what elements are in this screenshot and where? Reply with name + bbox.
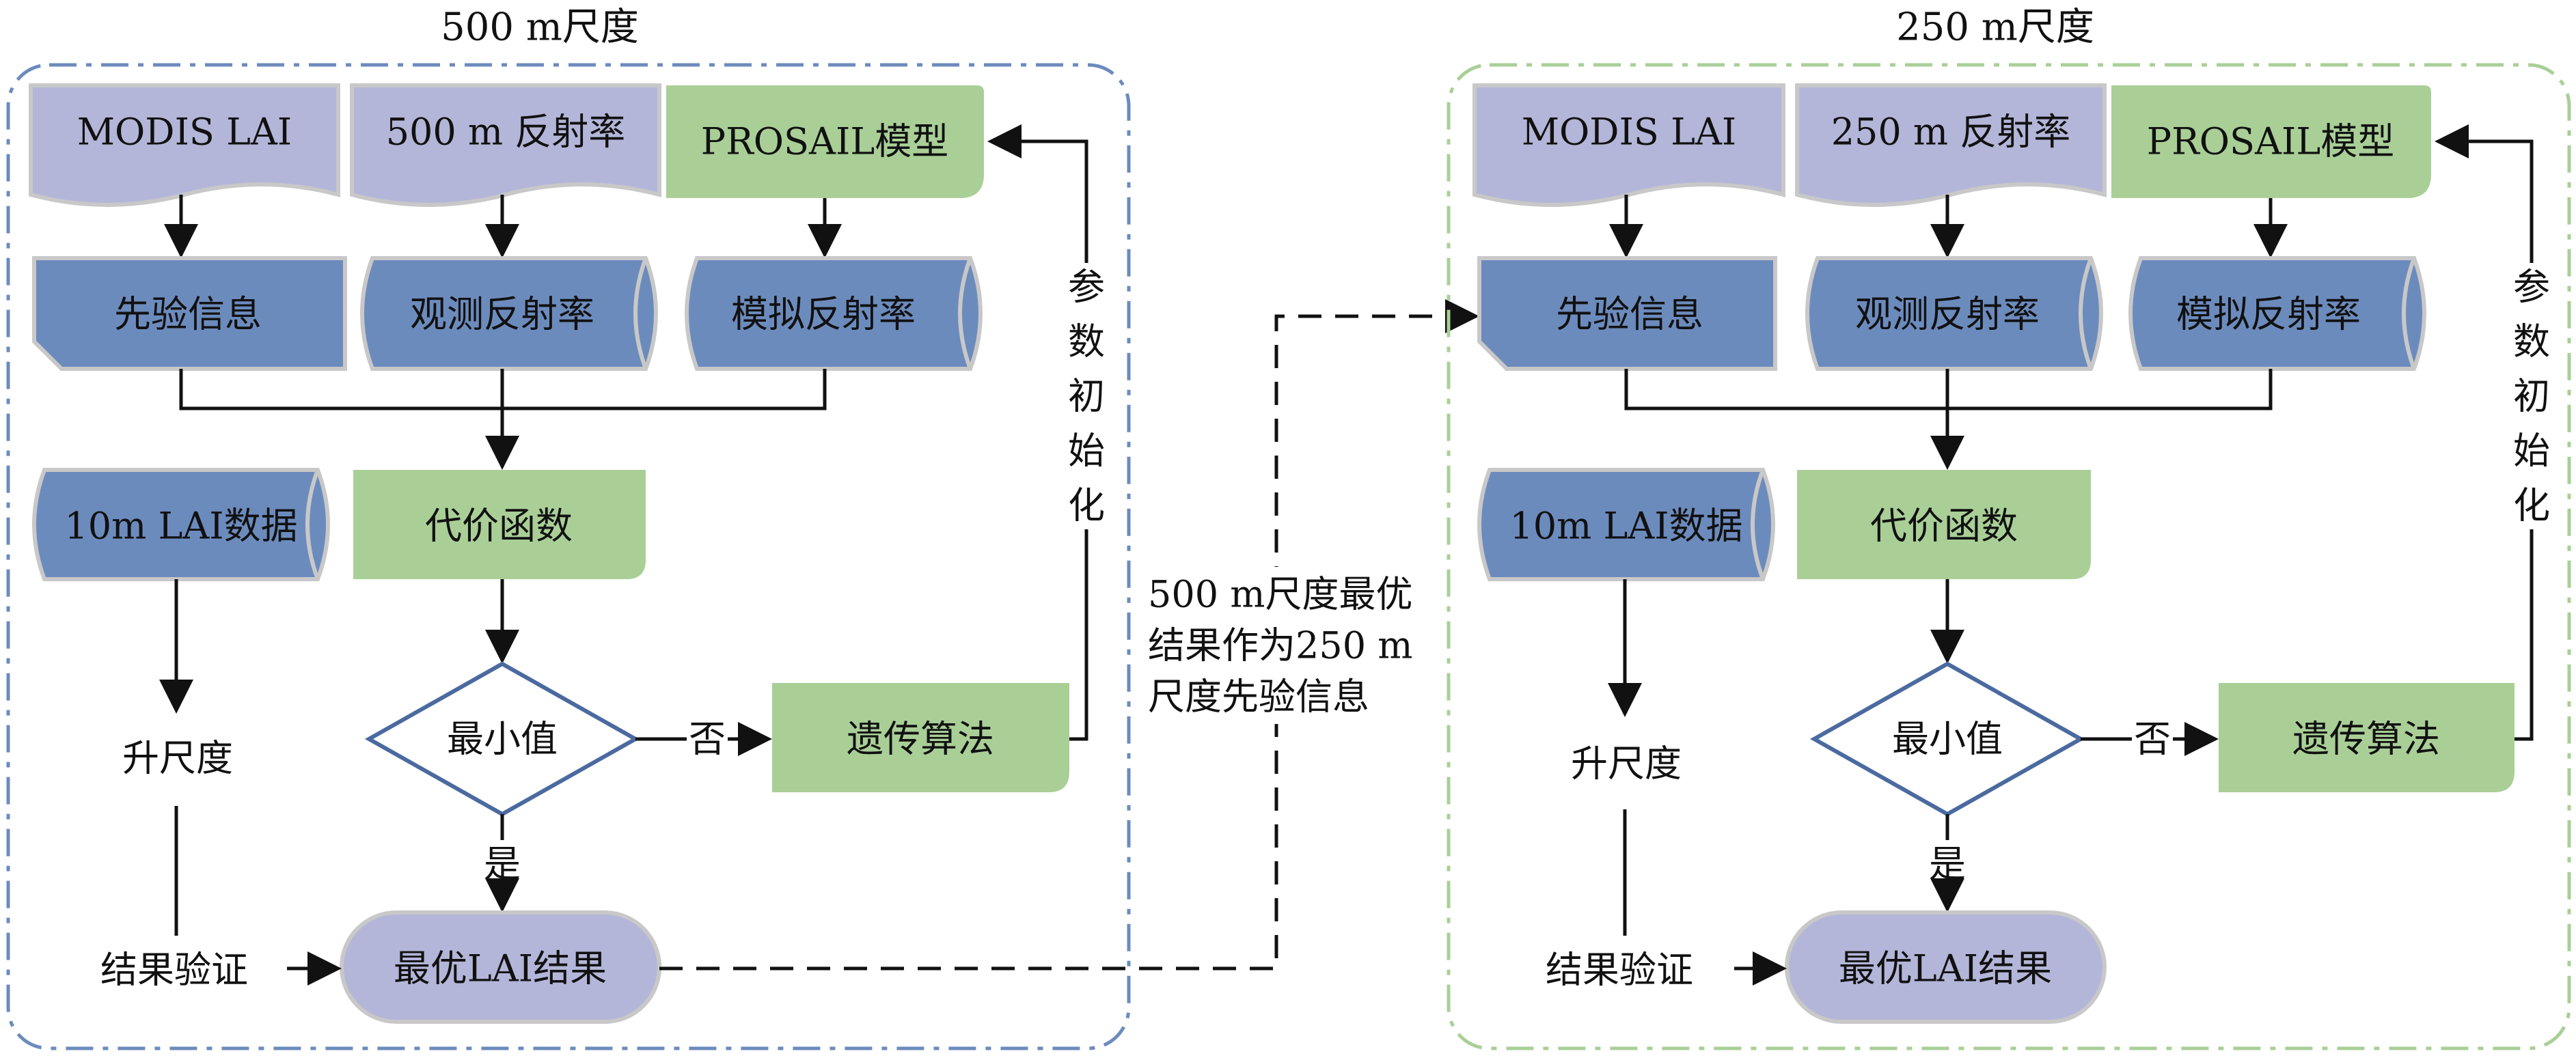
svg-text:观测反射率: 观测反射率: [410, 293, 594, 336]
param-init-label-left: 参 数 初 始 化: [1063, 263, 1110, 529]
optimal-lai-left: 最优LAI结果: [340, 910, 661, 1024]
panel-250m-title: 250 m尺度: [1896, 5, 2094, 50]
validation-text-left: 结果验证: [100, 949, 248, 992]
label-no-left: 否: [689, 718, 726, 761]
validation-text-right: 结果验证: [1546, 949, 1693, 992]
prior-info-right: 先验信息: [1477, 256, 1777, 371]
genetic-algorithm-right: 遗传算法: [2219, 683, 2515, 792]
svg-text:参: 参: [1068, 266, 1105, 309]
svg-text:始: 始: [1068, 430, 1105, 473]
svg-text:最优LAI结果: 最优LAI结果: [1839, 947, 2052, 990]
observed-reflectance-left: 观测反射率: [360, 256, 658, 371]
modis-lai-doc-left: MODIS LAI: [29, 83, 340, 207]
svg-text:遗传算法: 遗传算法: [847, 718, 994, 761]
svg-text:始: 始: [2513, 430, 2550, 473]
svg-text:MODIS LAI: MODIS LAI: [77, 111, 292, 154]
svg-text:初: 初: [1068, 375, 1105, 418]
lai10m-data-right: 10m LAI数据: [1477, 468, 1775, 581]
reflectance-doc-left: 500 m 反射率: [350, 83, 661, 207]
prior-info-left: 先验信息: [32, 256, 347, 371]
svg-text:10m LAI数据: 10m LAI数据: [64, 505, 297, 548]
svg-text:500 m尺度最优: 500 m尺度最优: [1148, 573, 1412, 616]
label-yes-right: 是: [1929, 843, 1966, 886]
upscale-text-left: 升尺度: [122, 737, 233, 780]
genetic-algorithm-left: 遗传算法: [772, 683, 1069, 792]
reflectance-doc-right: 250 m 反射率: [1795, 83, 2107, 207]
param-init-label-right: 参 数 初 始 化: [2508, 263, 2556, 529]
panel-500m-border: [6, 63, 1131, 1050]
prosail-model-right: PROSAIL模型: [2111, 85, 2431, 198]
svg-text:尺度先验信息: 尺度先验信息: [1148, 675, 1369, 719]
prosail-model-left: PROSAIL模型: [666, 85, 984, 198]
middle-note: 500 m尺度最优 结果作为250 m 尺度先验信息: [1145, 567, 1425, 724]
svg-text:模拟反射率: 模拟反射率: [2176, 293, 2361, 336]
svg-text:观测反射率: 观测反射率: [1855, 293, 2040, 336]
svg-text:化: 化: [1068, 484, 1105, 527]
svg-text:PROSAIL模型: PROSAIL模型: [701, 120, 948, 163]
upscale-text-right: 升尺度: [1571, 742, 1682, 785]
svg-text:模拟反射率: 模拟反射率: [731, 293, 916, 336]
cost-function-right: 代价函数: [1797, 470, 2091, 579]
svg-text:先验信息: 先验信息: [114, 293, 262, 336]
svg-text:化: 化: [2513, 484, 2550, 527]
observed-reflectance-right: 观测反射率: [1805, 256, 2103, 371]
svg-text:结果作为250 m: 结果作为250 m: [1148, 624, 1412, 667]
svg-text:数: 数: [1068, 320, 1105, 363]
svg-text:PROSAIL模型: PROSAIL模型: [2147, 120, 2394, 163]
cost-function-left: 代价函数: [353, 470, 646, 579]
svg-text:代价函数: 代价函数: [1870, 505, 2018, 548]
panel-250m: 250 m尺度 MODIS LAI 250 m 反射率 PROSAIL模型 先验…: [1447, 5, 2571, 1050]
panel-500m-title: 500 m尺度: [441, 5, 639, 50]
svg-text:10m LAI数据: 10m LAI数据: [1509, 505, 1742, 548]
svg-text:参: 参: [2513, 266, 2550, 309]
minimum-diamond-left: 最小值: [364, 661, 640, 817]
optimal-lai-right: 最优LAI结果: [1785, 910, 2107, 1024]
panel-250m-border: [1447, 63, 2571, 1050]
svg-text:最小值: 最小值: [1892, 718, 2003, 761]
svg-text:代价函数: 代价函数: [425, 505, 573, 548]
simulated-reflectance-left: 模拟反射率: [685, 256, 983, 371]
panel-500m: 500 m尺度 MODIS LAI 500 m 反射率 PROSAIL模型 先验…: [6, 5, 1131, 1050]
label-no-right: 否: [2134, 718, 2171, 761]
minimum-diamond-right: 最小值: [1809, 661, 2085, 817]
svg-text:最小值: 最小值: [447, 718, 558, 761]
simulated-reflectance-right: 模拟反射率: [2128, 256, 2426, 371]
svg-text:250 m 反射率: 250 m 反射率: [1831, 111, 2071, 154]
lai10m-data-left: 10m LAI数据: [32, 468, 330, 581]
svg-text:500 m 反射率: 500 m 反射率: [386, 111, 626, 154]
svg-text:MODIS LAI: MODIS LAI: [1522, 111, 1737, 154]
svg-text:数: 数: [2513, 320, 2550, 363]
modis-lai-doc-right: MODIS LAI: [1472, 83, 1785, 207]
svg-text:遗传算法: 遗传算法: [2292, 718, 2440, 761]
label-yes-left: 是: [484, 843, 521, 886]
svg-text:先验信息: 先验信息: [1556, 293, 1703, 336]
svg-text:初: 初: [2513, 375, 2550, 418]
svg-text:最优LAI结果: 最优LAI结果: [394, 947, 607, 990]
